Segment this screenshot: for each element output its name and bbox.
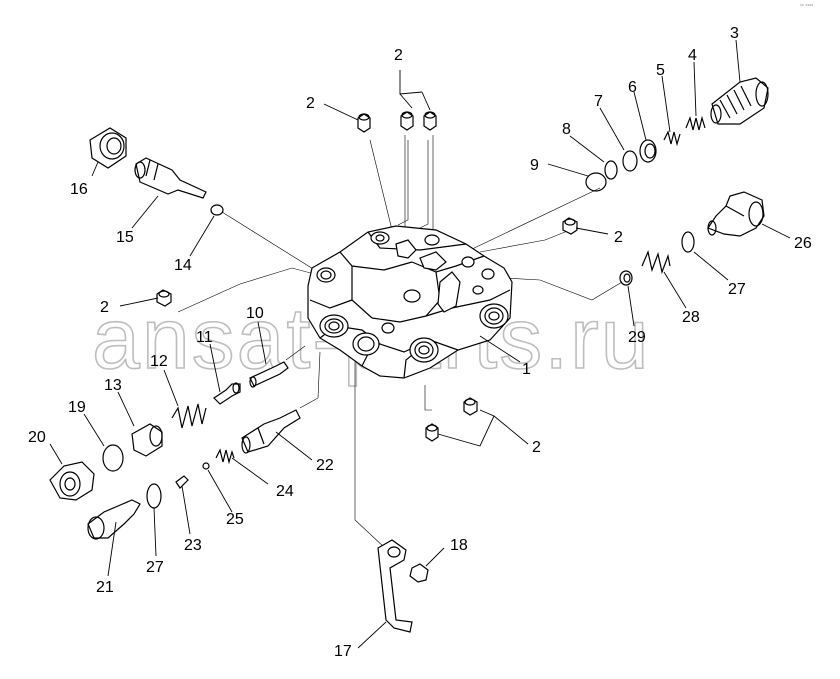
label-6: 6 xyxy=(628,79,637,96)
label-11: 11 xyxy=(196,329,213,346)
label-2-upper-left: 2 xyxy=(306,95,315,112)
part-2-plugs xyxy=(156,111,578,442)
label-21: 21 xyxy=(96,579,114,596)
part-28-spring xyxy=(641,250,671,275)
part-10-spool xyxy=(249,361,289,388)
label-14: 14 xyxy=(174,257,192,274)
part-8-o-ring xyxy=(604,160,618,180)
part-26-valve xyxy=(707,191,765,237)
part-23-screw xyxy=(175,475,189,489)
valve-body xyxy=(307,225,513,379)
corner-code: °° °°°° xyxy=(800,4,813,10)
label-20: 20 xyxy=(28,429,46,446)
part-17-lever xyxy=(377,539,413,633)
part-12-spring xyxy=(171,403,207,429)
label-2-top: 2 xyxy=(394,47,403,64)
part-4-spring xyxy=(685,115,706,131)
label-2-left: 2 xyxy=(100,299,109,316)
part-20-plug xyxy=(49,461,95,501)
part-24-spring xyxy=(215,448,235,465)
label-5: 5 xyxy=(656,62,665,79)
item-labels: 1 2 2 2 2 2 3 4 5 6 7 8 9 10 11 12 13 14… xyxy=(28,25,812,660)
part-19-o-ring xyxy=(102,444,124,472)
label-27-left: 27 xyxy=(146,559,164,576)
part-7-o-ring xyxy=(622,150,638,172)
label-26: 26 xyxy=(794,235,812,252)
part-22-spool xyxy=(241,409,301,454)
part-14-o-ring xyxy=(210,204,224,216)
part-9-o-ring xyxy=(585,172,607,192)
part-16-cap xyxy=(89,127,127,169)
part-29-ring xyxy=(619,270,633,286)
label-3: 3 xyxy=(730,25,739,42)
label-8: 8 xyxy=(562,121,571,138)
part-18-bushing xyxy=(409,563,429,583)
label-18: 18 xyxy=(450,537,468,554)
label-10: 10 xyxy=(246,305,264,322)
label-9: 9 xyxy=(530,157,539,174)
part-25-ball xyxy=(202,462,210,470)
part-13-sleeve xyxy=(131,423,163,457)
label-29: 29 xyxy=(628,329,646,346)
label-15: 15 xyxy=(116,229,134,246)
label-12: 12 xyxy=(150,353,168,370)
label-1: 1 xyxy=(522,361,531,378)
label-4: 4 xyxy=(688,47,697,64)
label-25: 25 xyxy=(226,511,244,528)
label-17: 17 xyxy=(334,643,352,660)
assembly-lines xyxy=(177,135,623,549)
label-2-right: 2 xyxy=(614,229,623,246)
label-22: 22 xyxy=(316,457,334,474)
part-15-plunger xyxy=(134,157,207,199)
label-7: 7 xyxy=(594,93,603,110)
part-21-valve xyxy=(87,499,141,540)
part-6-ring xyxy=(639,139,657,163)
part-27-o-ring-right xyxy=(681,231,695,253)
label-13: 13 xyxy=(104,377,122,394)
label-16: 16 xyxy=(70,181,88,198)
part-11-poppet xyxy=(213,382,241,405)
label-leaders xyxy=(49,39,791,649)
label-23: 23 xyxy=(184,537,202,554)
part-3-relief-valve xyxy=(710,77,769,125)
label-2-bottom: 2 xyxy=(532,439,541,456)
part-5-spring xyxy=(663,130,681,147)
label-27-right: 27 xyxy=(728,281,746,298)
label-24: 24 xyxy=(276,483,294,500)
label-19: 19 xyxy=(68,399,86,416)
label-28: 28 xyxy=(682,309,700,326)
part-27-o-ring-left xyxy=(146,483,162,509)
